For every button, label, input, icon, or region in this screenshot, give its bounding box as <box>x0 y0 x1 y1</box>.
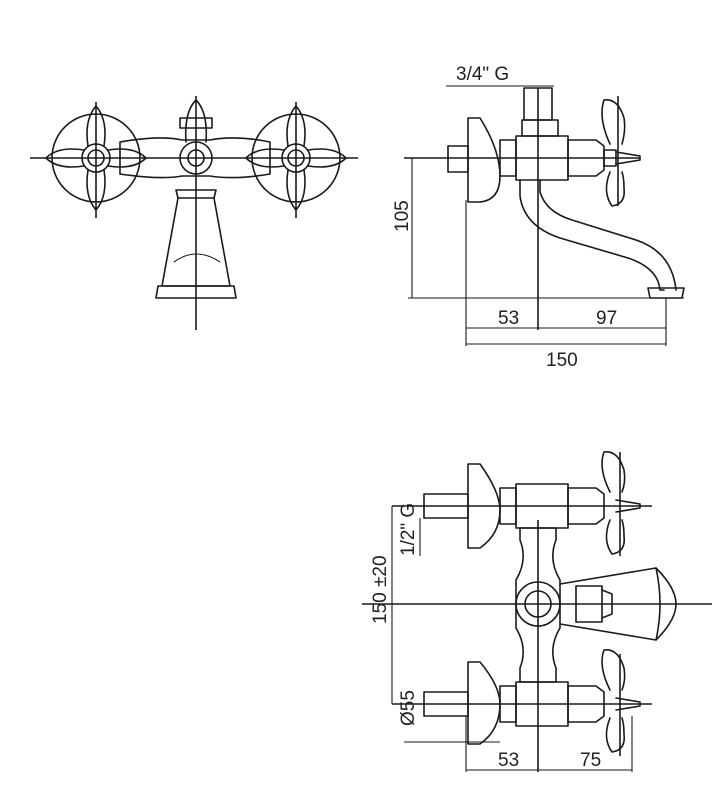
upper-handle-icon <box>601 451 641 555</box>
label-offset-left: 53 <box>498 308 519 329</box>
left-handle-icon <box>45 105 147 211</box>
label-total-length: 150 <box>546 350 578 371</box>
diverter-knob-icon <box>179 99 213 175</box>
side-handle-icon <box>601 99 641 207</box>
plan-view <box>362 451 712 772</box>
label-height: 105 <box>392 200 413 232</box>
label-thread-inlet: 3/4" G <box>456 64 509 85</box>
side-view <box>404 85 685 346</box>
label-diameter: Ø55 <box>398 690 419 726</box>
label-plan-right: 75 <box>580 750 601 771</box>
label-plan-left: 53 <box>498 750 519 771</box>
right-handle-icon <box>245 105 347 211</box>
label-thread-wall: 1/2" G <box>398 503 419 556</box>
front-view <box>30 96 358 330</box>
label-centers: 150 ±20 <box>370 555 391 624</box>
spout-front <box>155 189 237 299</box>
label-offset-right: 97 <box>596 308 617 329</box>
lower-handle-icon <box>601 649 641 753</box>
